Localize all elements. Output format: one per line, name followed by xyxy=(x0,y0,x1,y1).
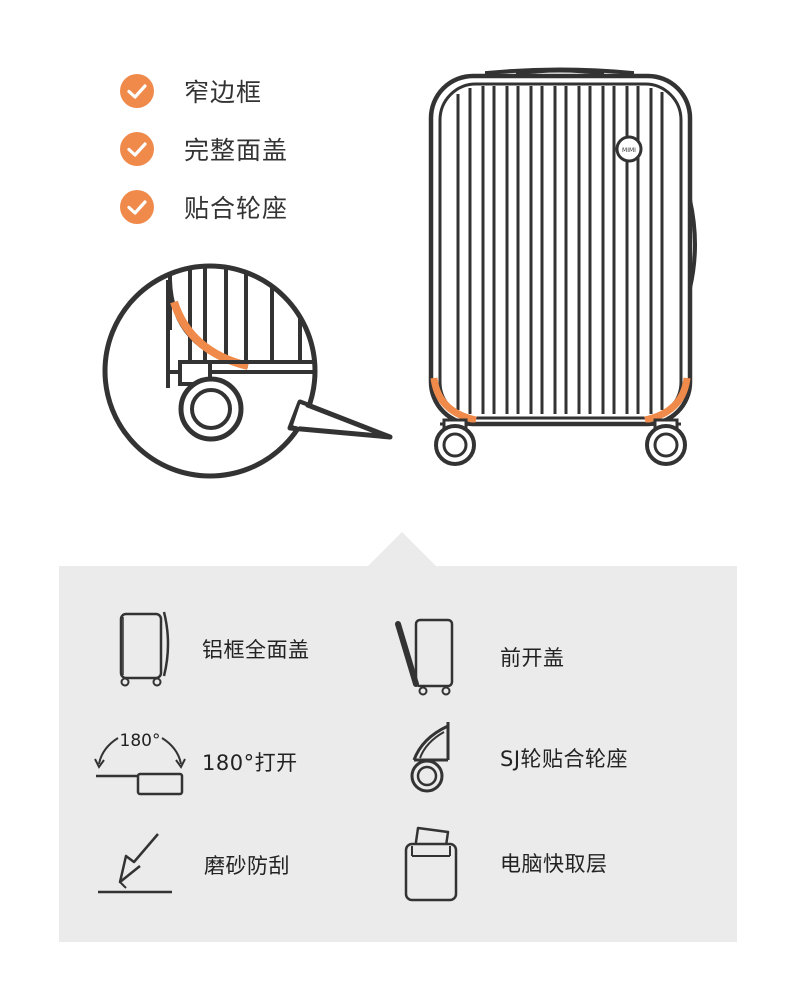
wheel-seat-icon xyxy=(410,722,450,793)
spec-wheel-seat: SJ轮贴合轮座 xyxy=(404,720,628,796)
feature-item: 窄边框 xyxy=(120,62,288,120)
spec-laptop-pocket: 电脑快取层 xyxy=(402,822,608,904)
feature-item: 贴合轮座 xyxy=(120,178,288,236)
front-open-icon xyxy=(395,618,454,696)
feature-list: 窄边框 完整面盖 贴合轮座 xyxy=(120,62,288,236)
check-icon xyxy=(120,74,154,108)
aluminum-frame-icon xyxy=(119,611,170,687)
feature-label: 窄边框 xyxy=(184,78,263,107)
angle-label: 180° xyxy=(120,731,161,751)
spec-aluminum-frame: 铝框全面盖 xyxy=(112,608,310,690)
scratch-resistant-icon xyxy=(98,833,172,894)
spec-label: SJ轮贴合轮座 xyxy=(500,747,629,771)
suitcase: MIMI xyxy=(428,67,697,466)
feature-label: 完整面盖 xyxy=(184,136,289,165)
spec-label: 180°打开 xyxy=(202,751,298,775)
spec-open-180: 180° 180°打开 xyxy=(92,724,298,800)
zoom-callout xyxy=(102,263,393,479)
brand-badge: MIMI xyxy=(622,147,636,154)
laptop-pocket-icon xyxy=(404,826,458,902)
open-180-icon: 180° xyxy=(94,731,186,796)
feature-item: 完整面盖 xyxy=(120,120,288,178)
spec-label: 磨砂防刮 xyxy=(204,854,290,878)
spec-front-open: 前开盖 xyxy=(392,614,565,700)
spec-scratch-resistant: 磨砂防刮 xyxy=(96,830,290,900)
spec-label: 铝框全面盖 xyxy=(202,638,310,662)
check-icon xyxy=(120,132,154,166)
suitcase-illustration: MIMI xyxy=(102,67,697,479)
spec-label: 前开盖 xyxy=(500,646,565,670)
spec-label: 电脑快取层 xyxy=(500,852,608,876)
feature-label: 贴合轮座 xyxy=(184,194,289,223)
panel-notch xyxy=(367,532,437,567)
check-icon xyxy=(120,190,154,224)
